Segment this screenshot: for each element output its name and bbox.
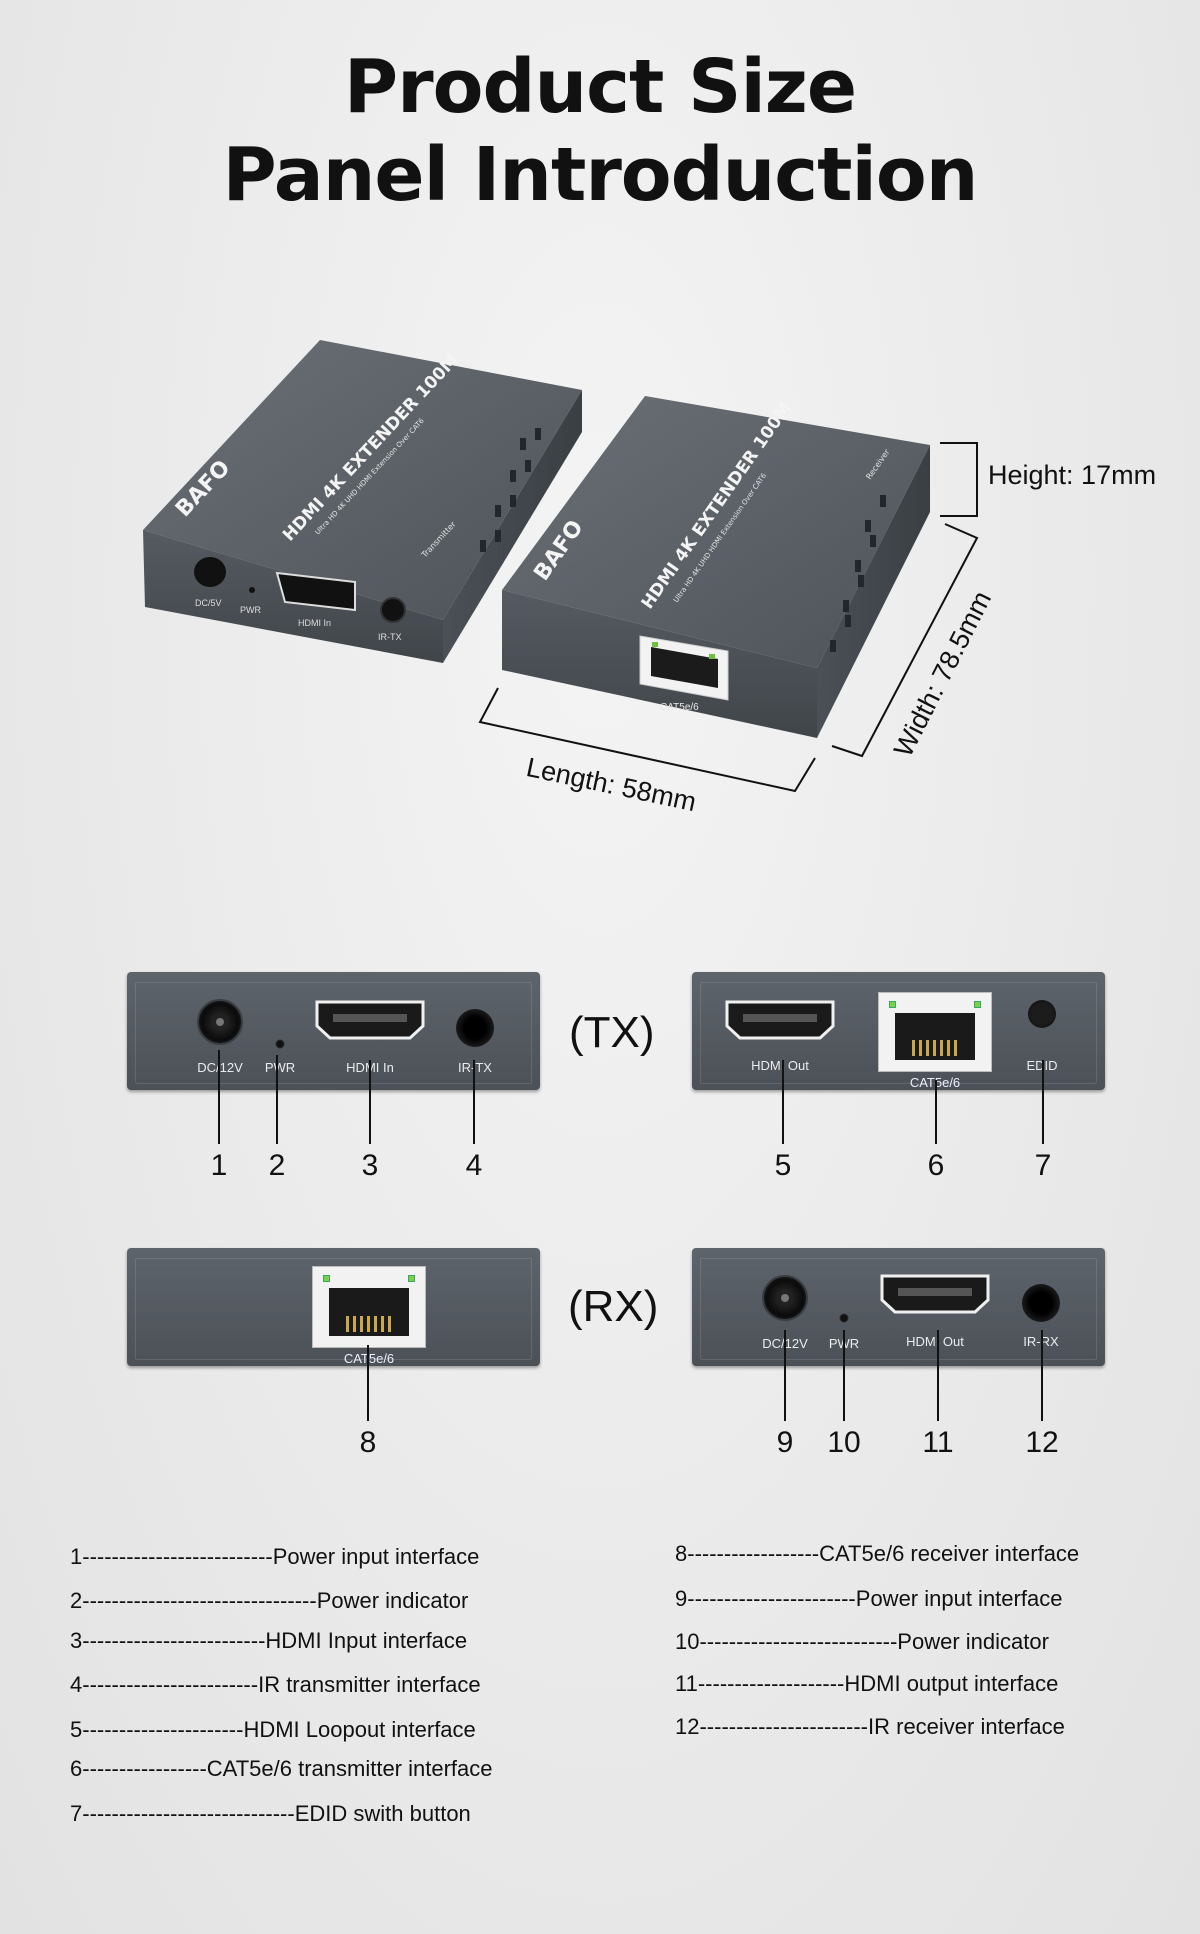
legend-item-4: 4------------------------IR transmitter … <box>70 1672 481 1697</box>
callout-number-2: 2 <box>268 1149 286 1182</box>
callout-number-6: 6 <box>927 1149 945 1182</box>
rx-dc-jack <box>762 1275 808 1321</box>
callout-line-1 <box>218 1050 220 1144</box>
callout-line-7 <box>1042 1060 1044 1144</box>
product-3d-illustration: DC/5V PWR HDMI In IR-TX BAFO HDMI 4K EXT… <box>143 340 979 793</box>
transmitter-device: DC/5V PWR HDMI In IR-TX BAFO HDMI 4K EXT… <box>143 340 582 663</box>
rx-back-panel: DC/12V PWR HDMI Out IR-RX <box>692 1248 1105 1366</box>
tx-cat5e6-port: CAT5e/6 <box>878 992 992 1090</box>
legend-item-3: 3-------------------------HDMI Input int… <box>70 1628 468 1653</box>
tx-front-panel: DC/12V PWR HDMI In IR-TX <box>127 972 540 1090</box>
iso-tx-dc-jack <box>194 557 226 587</box>
side-vents <box>480 428 886 652</box>
tx-hdmi-out-port <box>725 1000 835 1040</box>
callout-number-5: 5 <box>774 1149 792 1182</box>
tx-dc-jack <box>197 999 243 1045</box>
callout-number-1: 1 <box>210 1149 228 1182</box>
callout-number-9: 9 <box>776 1426 794 1459</box>
callout-number-3: 3 <box>361 1149 379 1182</box>
rx-cat5e6-label: CAT5e/6 <box>343 1351 395 1366</box>
receiver-device: CAT5e/6 BAFO HDMI 4K EXTENDER 100M Ultra… <box>502 396 930 738</box>
legend-item-2: 2--------------------------------Power i… <box>70 1588 469 1613</box>
rx-hdmi-out-port <box>880 1274 990 1314</box>
legend-item-1: 1--------------------------Power input i… <box>70 1544 480 1569</box>
callout-line-11 <box>937 1330 939 1421</box>
legend-item-5: 5----------------------HDMI Loopout inte… <box>70 1717 476 1742</box>
callout-line-8 <box>367 1345 369 1421</box>
rx-ir-rx-jack <box>1022 1284 1060 1322</box>
iso-tx-ir-jack <box>380 597 406 623</box>
tx-hdmi-out-label: HDMI Out <box>751 1058 809 1073</box>
iso-tx-pwr-label: PWR <box>240 605 261 615</box>
rx-front-panel: CAT5e/6 <box>127 1248 540 1366</box>
rx-section-label: (RX) <box>568 1282 659 1331</box>
callout-number-7: 7 <box>1034 1149 1052 1182</box>
legend-item-6: 6-----------------CAT5e/6 transmitter in… <box>70 1756 493 1781</box>
rx-hdmi-out-label: HDMI Out <box>906 1334 964 1349</box>
callout-line-12 <box>1041 1330 1043 1421</box>
legend-item-12: 12-----------------------IR receiver int… <box>675 1714 1065 1739</box>
callout-line-3 <box>369 1060 371 1144</box>
tx-edid-button <box>1028 1000 1056 1028</box>
callout-line-9 <box>784 1330 786 1421</box>
iso-rx-rj45-label: CAT5e/6 <box>660 702 699 713</box>
tx-hdmi-in-port <box>315 1000 425 1040</box>
height-dimension-label: Height: 17mm <box>988 460 1157 490</box>
callout-line-2 <box>276 1055 278 1144</box>
legend-item-9: 9-----------------------Power input inte… <box>675 1586 1063 1611</box>
callout-line-5 <box>782 1060 784 1144</box>
iso-tx-ir-label: IR-TX <box>378 632 402 642</box>
callout-number-12: 12 <box>1025 1426 1059 1459</box>
page-title-line1: Product Size <box>343 44 857 130</box>
rx-cat5e6-port: CAT5e/6 <box>312 1266 426 1366</box>
callout-line-6 <box>935 1080 937 1144</box>
page-title-line2: Panel Introduction <box>222 132 979 218</box>
tx-pwr-led <box>275 1039 285 1049</box>
tx-dc-label: DC/12V <box>197 1060 243 1075</box>
iso-tx-hdmi-port <box>275 571 356 612</box>
callout-number-10: 10 <box>827 1426 861 1459</box>
legend-item-8: 8------------------CAT5e/6 receiver inte… <box>675 1541 1080 1566</box>
callout-number-4: 4 <box>465 1149 483 1182</box>
iso-tx-dc-label: DC/5V <box>195 598 222 608</box>
callout-number-11: 11 <box>922 1426 954 1459</box>
dimension-brackets <box>478 442 979 793</box>
tx-ir-tx-label: IR-TX <box>458 1060 492 1075</box>
rx-pwr-led <box>839 1313 849 1323</box>
callout-line-10 <box>843 1330 845 1421</box>
iso-tx-hdmi-label: HDMI In <box>298 618 331 628</box>
legend-item-10: 10---------------------------Power indic… <box>675 1629 1049 1654</box>
callout-number-8: 8 <box>359 1426 377 1459</box>
tx-ir-tx-jack <box>456 1009 494 1047</box>
callout-line-4 <box>473 1060 475 1144</box>
legend-item-11: 11--------------------HDMI output interf… <box>675 1671 1059 1696</box>
legend-item-7: 7-----------------------------EDID swith… <box>70 1801 471 1826</box>
iso-tx-pwr-led <box>249 587 255 593</box>
tx-section-label: (TX) <box>569 1008 655 1057</box>
tx-pwr-label: PWR <box>264 1060 296 1075</box>
tx-back-panel: CAT5e/6 HDMI Out EDID <box>692 972 1105 1090</box>
